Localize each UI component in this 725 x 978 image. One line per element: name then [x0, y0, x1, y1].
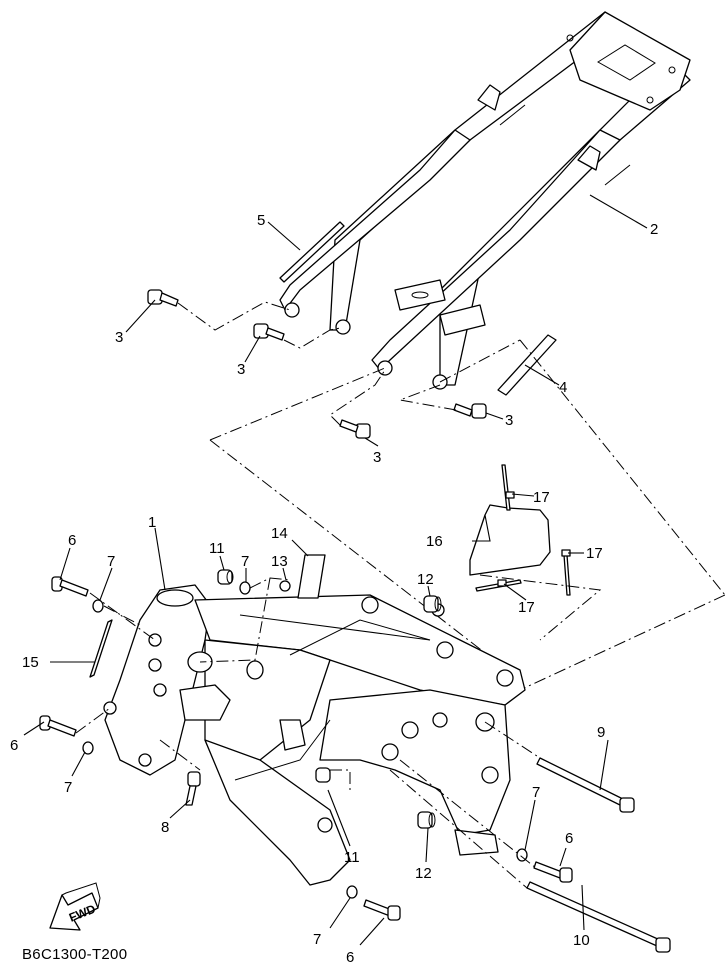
drawing-code: B6C1300-T200	[22, 946, 128, 963]
callout-10: 10	[573, 932, 590, 949]
callout-9: 9	[597, 724, 605, 741]
callout-7: 7	[532, 784, 540, 801]
engine-mount-bolt-lower[interactable]	[526, 881, 671, 953]
callout-6: 6	[346, 949, 354, 966]
callout-14: 14	[271, 525, 288, 542]
cover-plate[interactable]	[469, 504, 551, 576]
bolt-3-d[interactable]	[453, 403, 487, 419]
washer-b[interactable]	[239, 581, 251, 595]
callout-13: 13	[271, 553, 288, 570]
callout-2: 2	[650, 221, 658, 238]
callouts: 2 5 3 3 4 3 3 17 16 17 17 1 6 7 11 7 13 …	[10, 212, 658, 966]
band[interactable]	[89, 619, 113, 678]
flange-bolt-c[interactable]	[533, 861, 573, 883]
callout-12: 12	[415, 865, 432, 882]
collar-top[interactable]	[217, 569, 234, 585]
callout-3: 3	[115, 329, 123, 346]
callout-6: 6	[10, 737, 18, 754]
callout-7: 7	[241, 553, 249, 570]
bolt-3-b[interactable]	[253, 323, 285, 341]
callout-3: 3	[505, 412, 513, 429]
callout-6: 6	[565, 830, 573, 847]
flange-bolt-b[interactable]	[39, 715, 77, 737]
nut[interactable]	[279, 580, 291, 592]
cable-tie-b[interactable]	[561, 549, 571, 596]
washer-e[interactable]	[346, 885, 358, 899]
collar-bottom[interactable]	[315, 767, 331, 783]
rear-frame[interactable]	[279, 11, 691, 390]
adjust-bolt-bottom[interactable]	[417, 811, 436, 829]
callout-7: 7	[313, 931, 321, 948]
callout-7: 7	[107, 553, 115, 570]
leader-lines	[23, 194, 648, 946]
flange-bolt-a[interactable]	[51, 576, 89, 597]
callout-17: 17	[586, 545, 603, 562]
callout-16: 16	[426, 533, 443, 550]
main-frame[interactable]	[103, 584, 526, 886]
callout-3: 3	[373, 449, 381, 466]
callout-15: 15	[22, 654, 39, 671]
left-damper-plate[interactable]	[279, 221, 345, 283]
callout-4: 4	[559, 379, 567, 396]
callout-3: 3	[237, 361, 245, 378]
cable-tie-a[interactable]	[501, 464, 515, 511]
callout-1: 1	[148, 514, 156, 531]
washer-d[interactable]	[516, 848, 528, 862]
washer-a[interactable]	[92, 599, 104, 613]
engine-mount-bolt-upper[interactable]	[536, 757, 635, 813]
adjust-bolt-top[interactable]	[423, 595, 442, 613]
callout-11: 11	[209, 540, 225, 557]
forward-arrow-icon: FWD	[49, 882, 101, 931]
bolt-3-c[interactable]	[339, 419, 371, 439]
bolt-3-a[interactable]	[147, 289, 179, 307]
bolt-8[interactable]	[185, 771, 201, 806]
callout-12: 12	[417, 571, 434, 588]
washer-c[interactable]	[82, 741, 94, 755]
callout-11: 11	[344, 849, 360, 866]
right-damper-plate[interactable]	[497, 334, 557, 396]
callout-7: 7	[64, 779, 72, 796]
callout-6: 6	[68, 532, 76, 549]
callout-5: 5	[257, 212, 265, 229]
callout-17: 17	[518, 599, 535, 616]
label-sticker[interactable]	[297, 554, 326, 599]
cable-tie-c[interactable]	[475, 579, 522, 592]
callout-17: 17	[533, 489, 550, 506]
callout-8: 8	[161, 819, 169, 836]
flange-bolt-d[interactable]	[363, 899, 401, 921]
